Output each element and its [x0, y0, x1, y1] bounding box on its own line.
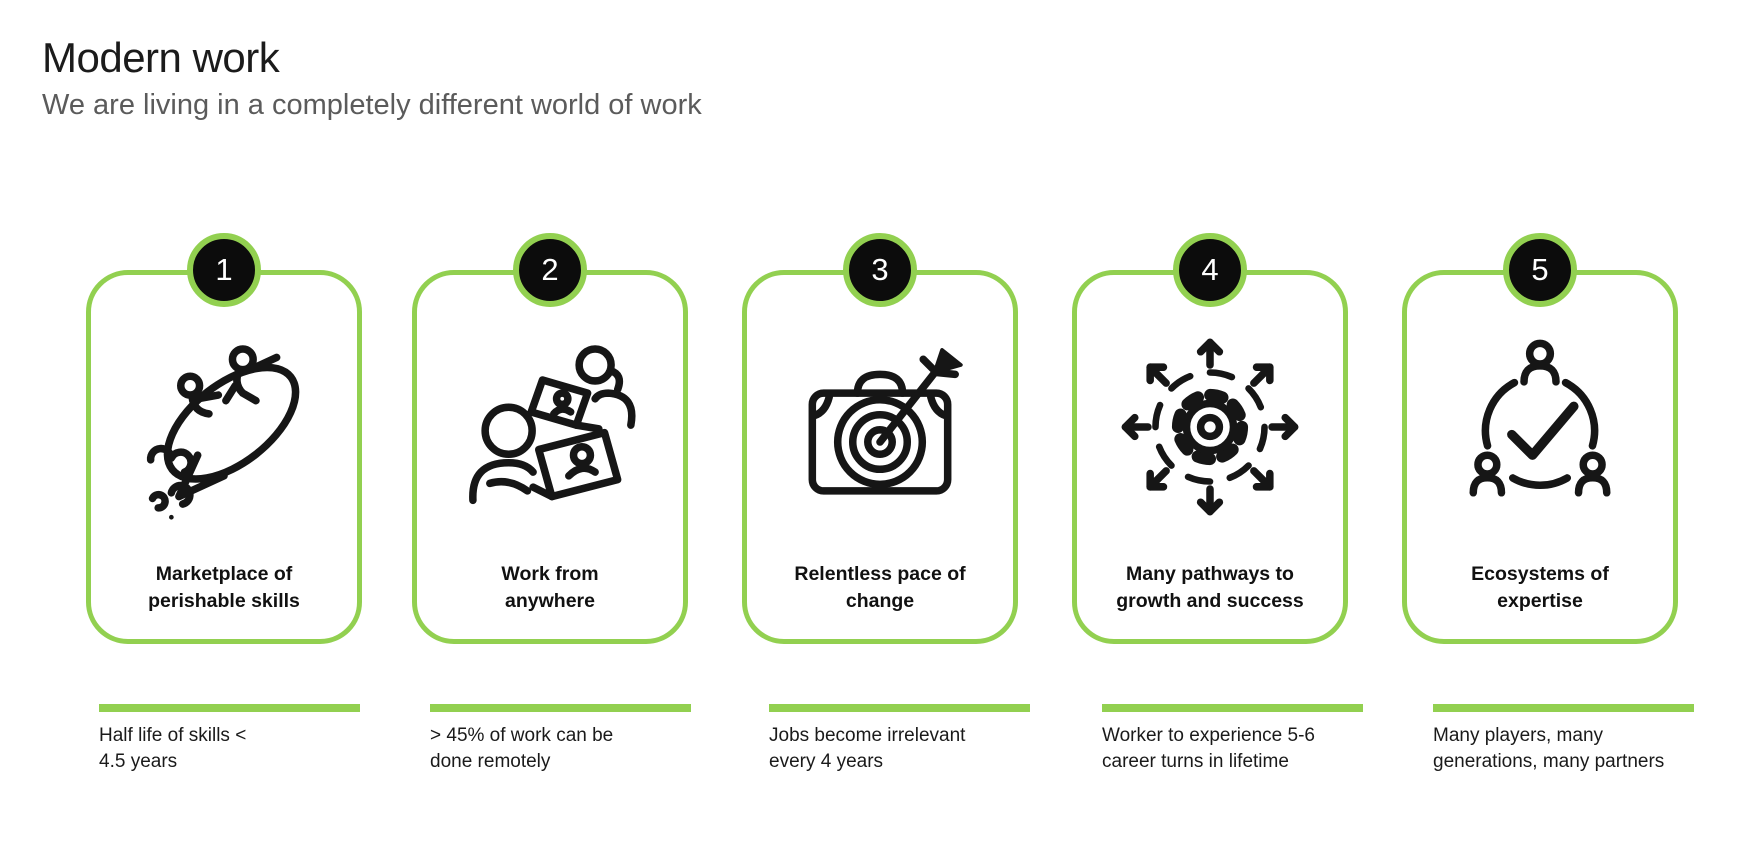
feature-card-5: 5 Ecosystems of expertise	[1402, 233, 1678, 644]
card-icon-wrap	[747, 327, 1013, 527]
remote-work-laptops-icon	[469, 345, 636, 505]
card-label-line1: Relentless pace of	[794, 563, 966, 585]
card-label: Many pathways to growth and success	[1085, 561, 1335, 615]
number-badge: 4	[1173, 233, 1247, 307]
card-note-2: > 45% of work can be done remotely	[430, 704, 702, 775]
card-label-line2: change	[845, 590, 915, 612]
card-note-1: Half life of skills < 4.5 years	[99, 704, 371, 775]
note-line2: 4.5 years	[99, 751, 178, 772]
card-label-line2: expertise	[1497, 590, 1583, 612]
card-label-line1: Ecosystems of	[1471, 563, 1609, 585]
number-badge: 2	[513, 233, 587, 307]
number-badge: 3	[843, 233, 917, 307]
feature-card-1: 1 Marketplace of perishable skills	[86, 233, 362, 644]
card-label-line2: anywhere	[505, 590, 595, 612]
note-line1: Jobs become irrelevant	[769, 725, 966, 746]
note-line1: Half life of skills <	[99, 725, 247, 746]
note-accent-bar	[1433, 704, 1694, 712]
page-title: Modern work	[42, 34, 280, 81]
card-label: Relentless pace of change	[755, 561, 1005, 615]
briefcase-target-arrow-icon	[808, 348, 963, 495]
page-subtitle: We are living in a completely different …	[42, 89, 702, 121]
note-line2: career turns in lifetime	[1102, 751, 1289, 772]
card-label-line1: Marketplace of	[155, 563, 293, 585]
card-icon-wrap	[1077, 327, 1343, 527]
note-text: Jobs become irrelevant every 4 years	[769, 723, 1041, 775]
card-icon-wrap	[91, 327, 357, 527]
feature-card-4: 4	[1072, 233, 1348, 644]
card-icon-wrap	[417, 327, 683, 527]
note-text: Worker to experience 5-6 career turns in…	[1102, 723, 1374, 775]
gear-arrows-icon	[1116, 333, 1304, 521]
card-note-4: Worker to experience 5-6 career turns in…	[1102, 704, 1374, 775]
note-accent-bar	[430, 704, 691, 712]
note-line2: every 4 years	[769, 751, 884, 772]
note-line1: Worker to experience 5-6	[1102, 725, 1315, 746]
feature-card-3: 3 Relentless pace of change	[742, 233, 1018, 644]
feature-card-2: 2 Work from anywhere	[412, 233, 688, 644]
card-note-3: Jobs become irrelevant every 4 years	[769, 704, 1041, 775]
number-badge: 1	[187, 233, 261, 307]
rocket-riders-icon	[146, 345, 300, 520]
card-label-line2: perishable skills	[148, 590, 300, 612]
note-text: Half life of skills < 4.5 years	[99, 723, 371, 775]
note-text: Many players, many generations, many par…	[1433, 723, 1705, 775]
note-line1: Many players, many	[1433, 725, 1604, 746]
note-line2: done remotely	[430, 751, 551, 772]
ecosystem-people-check-icon	[1469, 339, 1611, 497]
card-label: Marketplace of perishable skills	[99, 561, 349, 615]
note-line1: > 45% of work can be	[430, 725, 614, 746]
card-icon-wrap	[1407, 327, 1673, 527]
card-label: Ecosystems of expertise	[1415, 561, 1665, 615]
number-badge: 5	[1503, 233, 1577, 307]
note-accent-bar	[99, 704, 360, 712]
card-label: Work from anywhere	[425, 561, 675, 615]
note-line2: generations, many partners	[1433, 751, 1665, 772]
card-label-line2: growth and success	[1116, 590, 1304, 612]
card-label-line1: Work from	[501, 563, 599, 585]
note-accent-bar	[1102, 704, 1363, 712]
card-label-line1: Many pathways to	[1126, 563, 1294, 585]
card-note-5: Many players, many generations, many par…	[1433, 704, 1705, 775]
note-text: > 45% of work can be done remotely	[430, 723, 702, 775]
note-accent-bar	[769, 704, 1030, 712]
